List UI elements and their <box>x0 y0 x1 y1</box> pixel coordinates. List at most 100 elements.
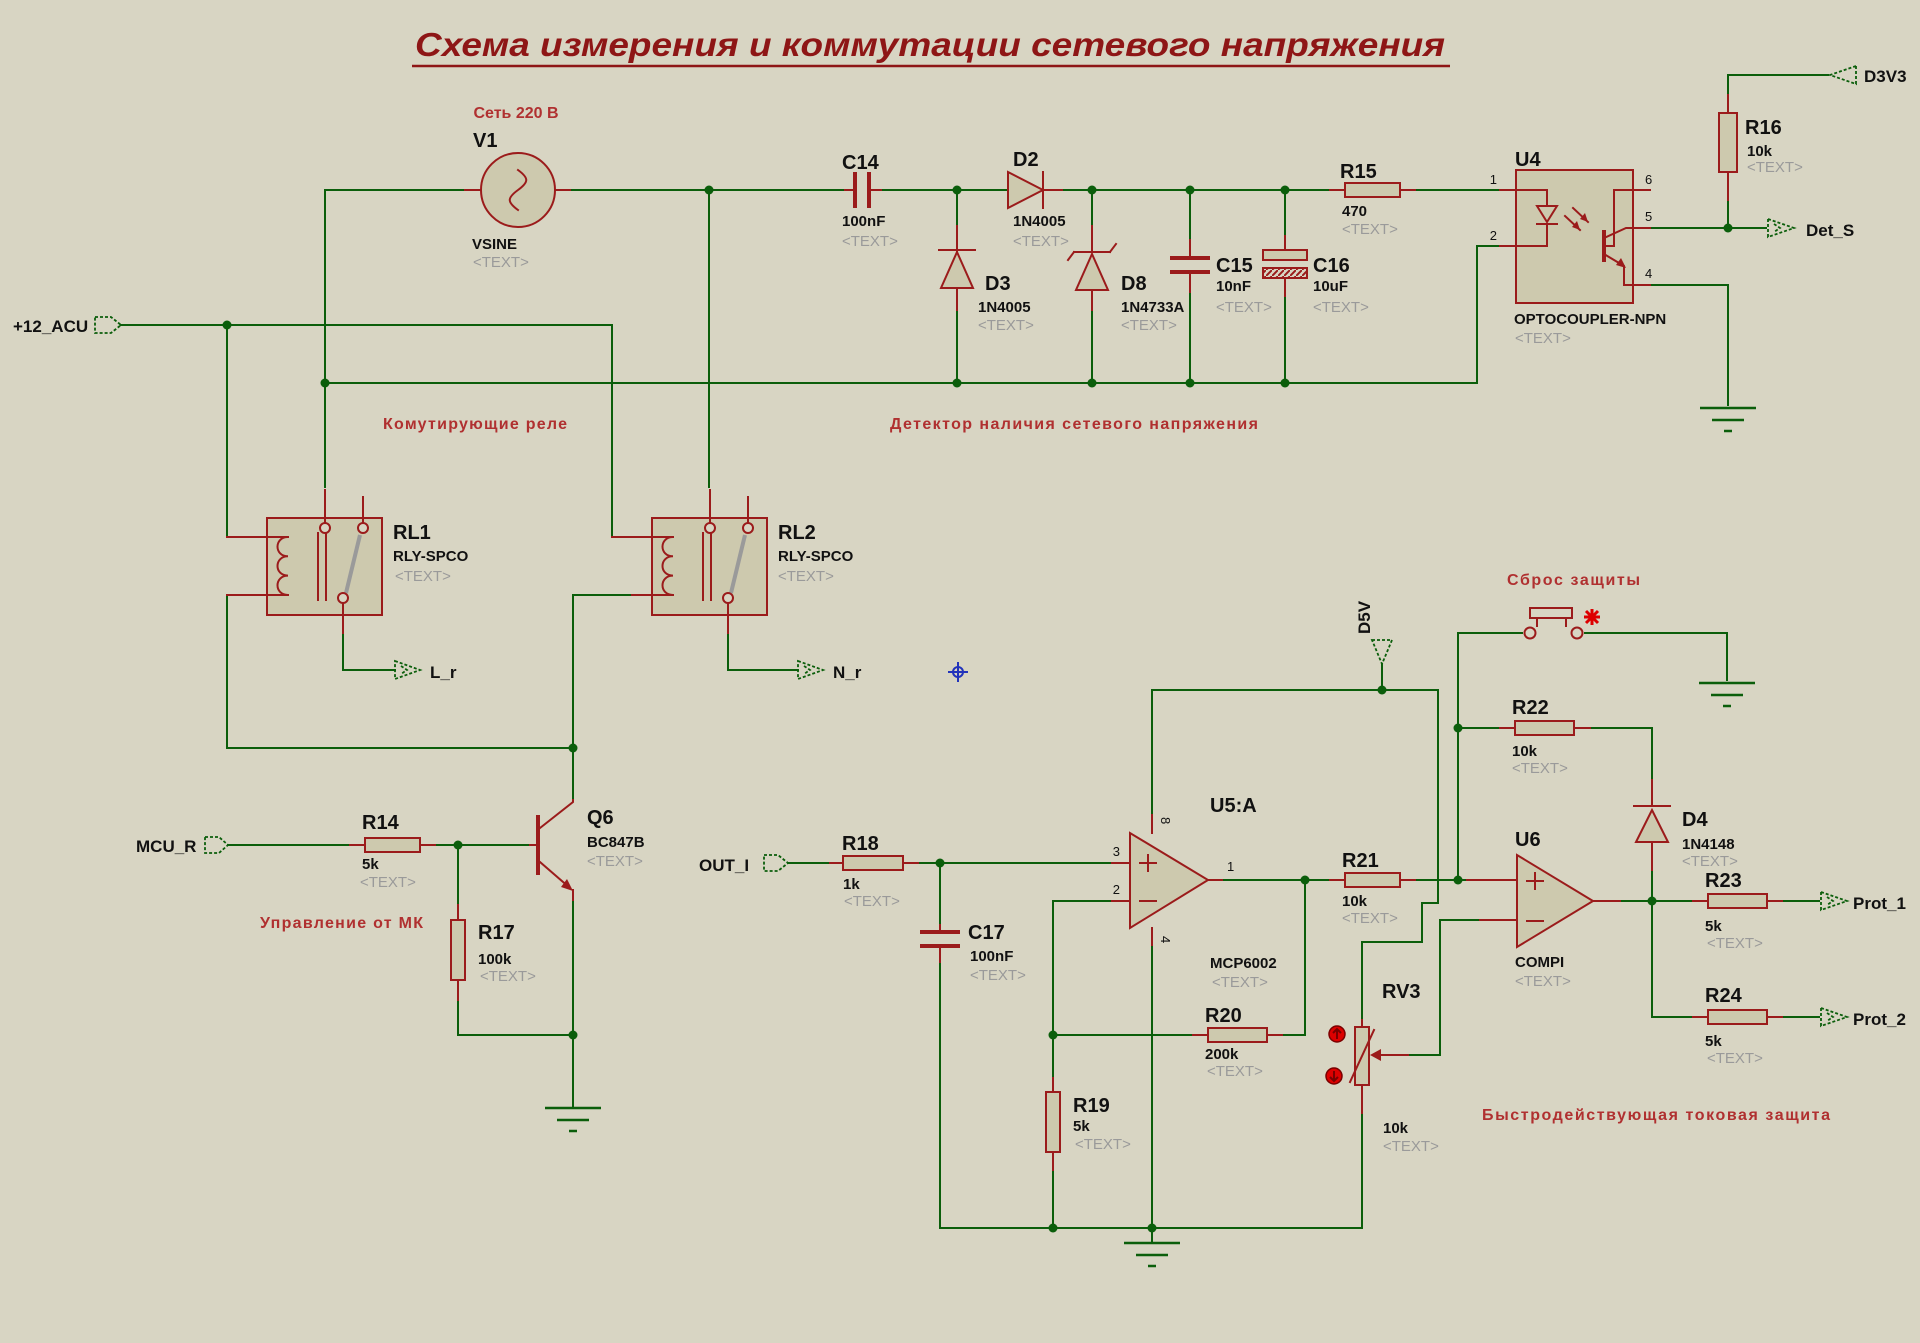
button-actuator-icon[interactable] <box>1584 609 1600 625</box>
component-r18[interactable]: R18 1k <TEXT> <box>829 833 919 910</box>
component-v1-vsine[interactable]: Сеть 220 В V1 VSINE <TEXT> <box>464 105 571 271</box>
terminal-d5v[interactable]: D5V <box>1355 600 1394 667</box>
component-r15[interactable]: R15 470 <TEXT> <box>1329 161 1416 238</box>
terminal-det-s[interactable]: Det_S <box>1767 217 1854 240</box>
component-r14[interactable]: R14 5k <TEXT> <box>349 812 436 891</box>
component-r20[interactable]: R20 200k <TEXT> <box>1192 1005 1283 1080</box>
component-r21[interactable]: R21 10k <TEXT> <box>1329 850 1416 927</box>
terminal-label-mcur: MCU_R <box>136 837 196 856</box>
terminal-prot-1[interactable]: Prot_1 <box>1820 890 1906 913</box>
component-r24[interactable]: R24 5k <TEXT> <box>1692 985 1783 1067</box>
component-rl1-relay[interactable]: RL1 RLY-SPCO <TEXT> <box>226 489 469 634</box>
annotation-fast-protection: Быстродействующая токовая защита <box>1482 1107 1830 1124</box>
d2-value: 1N4005 <box>1013 213 1066 230</box>
r20-text: <TEXT> <box>1207 1063 1263 1080</box>
rv3-increase-button[interactable] <box>1328 1025 1346 1043</box>
rl1-text: <TEXT> <box>395 568 451 585</box>
r23-text: <TEXT> <box>1707 935 1763 952</box>
rv3-value: 10k <box>1383 1120 1409 1137</box>
component-d4[interactable]: D4 1N4148 <TEXT> <box>1633 779 1738 871</box>
r20-ref: R20 <box>1205 1005 1242 1027</box>
terminal-d3v3[interactable]: D3V3 <box>1827 64 1907 86</box>
r15-ref: R15 <box>1340 161 1377 183</box>
component-d3[interactable]: D3 1N4005 <TEXT> <box>938 225 1034 334</box>
r16-text: <TEXT> <box>1747 159 1803 176</box>
r18-ref: R18 <box>842 833 879 855</box>
component-u6-comparator[interactable]: U6 COMPI <TEXT> <box>1466 829 1621 990</box>
component-u4-optocoupler[interactable]: 1 2 6 5 4 U4 OPTOCOUPLER-NPN <TEXT> <box>1490 149 1666 347</box>
ground-icon <box>545 1106 601 1133</box>
component-c14[interactable]: C14 100nF <TEXT> <box>842 152 898 250</box>
d8-text: <TEXT> <box>1121 317 1177 334</box>
terminal-label-d5v: D5V <box>1355 600 1374 634</box>
component-r19[interactable]: R19 5k <TEXT> <box>1045 1077 1131 1171</box>
component-d8-zener[interactable]: D8 1N4733A <TEXT> <box>1066 225 1185 334</box>
terminal-n-r[interactable]: N_r <box>797 659 862 682</box>
r15-text: <TEXT> <box>1342 221 1398 238</box>
terminal-out-i[interactable]: OUT_I <box>699 854 790 875</box>
component-r16[interactable]: R16 10k <TEXT> <box>1718 94 1803 201</box>
c16-ref: C16 <box>1313 255 1350 277</box>
terminal-label-d3v3: D3V3 <box>1864 67 1907 86</box>
r23-ref: R23 <box>1705 870 1742 892</box>
q6-value: BC847B <box>587 834 645 851</box>
r19-value: 5k <box>1073 1118 1090 1135</box>
d8-value: 1N4733A <box>1121 299 1185 316</box>
rv3-text: <TEXT> <box>1383 1138 1439 1155</box>
component-u5a-opamp[interactable]: 3 2 1 8 4 U5:A MCP6002 <TEXT> <box>1111 795 1277 991</box>
reset-button[interactable]: Сброс защиты <box>1507 572 1640 640</box>
u4-pin-2: 2 <box>1490 228 1497 243</box>
terminal-label-outi: OUT_I <box>699 856 749 875</box>
ground-symbols <box>545 406 1756 1268</box>
u4-pin-5: 5 <box>1645 209 1652 224</box>
r16-ref: R16 <box>1745 117 1782 139</box>
rv3-decrease-button[interactable] <box>1325 1067 1343 1085</box>
reset-annotation: Сброс защиты <box>1507 572 1640 589</box>
d4-value: 1N4148 <box>1682 836 1735 853</box>
component-r22[interactable]: R22 10k <TEXT> <box>1499 697 1591 777</box>
annotation-detector: Детектор наличия сетевого напряжения <box>890 416 1258 433</box>
terminal-p12-acu[interactable]: +12_ACU <box>13 316 123 336</box>
d3-value: 1N4005 <box>978 299 1031 316</box>
r18-value: 1k <box>843 876 860 893</box>
rl1-ref: RL1 <box>393 522 431 544</box>
d3-text: <TEXT> <box>978 317 1034 334</box>
r15-value: 470 <box>1342 203 1367 220</box>
component-c17[interactable]: C17 100nF <TEXT> <box>920 922 1026 984</box>
component-r23[interactable]: R23 5k <TEXT> <box>1692 870 1783 952</box>
u5-value: MCP6002 <box>1210 955 1277 972</box>
u5-pin-3: 3 <box>1113 844 1120 859</box>
r21-ref: R21 <box>1342 850 1379 872</box>
rl1-value: RLY-SPCO <box>393 548 469 565</box>
component-rl2-relay[interactable]: RL2 RLY-SPCO <TEXT> <box>611 489 854 634</box>
component-r17[interactable]: R17 100k <TEXT> <box>450 904 536 1001</box>
component-c15[interactable]: C15 10nF <TEXT> <box>1170 239 1272 316</box>
u5-pin-1: 1 <box>1227 859 1234 874</box>
r14-ref: R14 <box>362 812 400 834</box>
c16-text: <TEXT> <box>1313 299 1369 316</box>
r21-value: 10k <box>1342 893 1368 910</box>
r24-ref: R24 <box>1705 985 1743 1007</box>
terminal-l-r[interactable]: L_r <box>394 659 457 682</box>
c17-text: <TEXT> <box>970 967 1026 984</box>
r19-ref: R19 <box>1073 1095 1110 1117</box>
component-c16-polarized[interactable]: C16 10uF <TEXT> <box>1262 235 1369 316</box>
led-icon <box>1535 205 1559 224</box>
q6-text: <TEXT> <box>587 853 643 870</box>
v1-annotation: Сеть 220 В <box>473 105 558 122</box>
rl2-value: RLY-SPCO <box>778 548 854 565</box>
terminal-label-lr: L_r <box>430 663 457 682</box>
component-q6-transistor[interactable]: Q6 BC847B <TEXT> <box>529 799 645 901</box>
ground-icon <box>1699 681 1755 708</box>
c15-ref: C15 <box>1216 255 1253 277</box>
component-rv3-potentiometer[interactable]: RV3 10k <TEXT> <box>1325 981 1439 1155</box>
v1-value: VSINE <box>472 236 517 253</box>
r23-value: 5k <box>1705 918 1722 935</box>
terminal-prot-2[interactable]: Prot_2 <box>1820 1006 1906 1029</box>
r17-value: 100k <box>478 951 512 968</box>
d4-ref: D4 <box>1682 809 1708 831</box>
u5-ref: U5:A <box>1210 795 1257 817</box>
component-d2[interactable]: D2 1N4005 <TEXT> <box>1007 149 1069 250</box>
d4-text: <TEXT> <box>1682 853 1738 870</box>
terminal-mcu-r[interactable]: MCU_R <box>136 836 230 856</box>
